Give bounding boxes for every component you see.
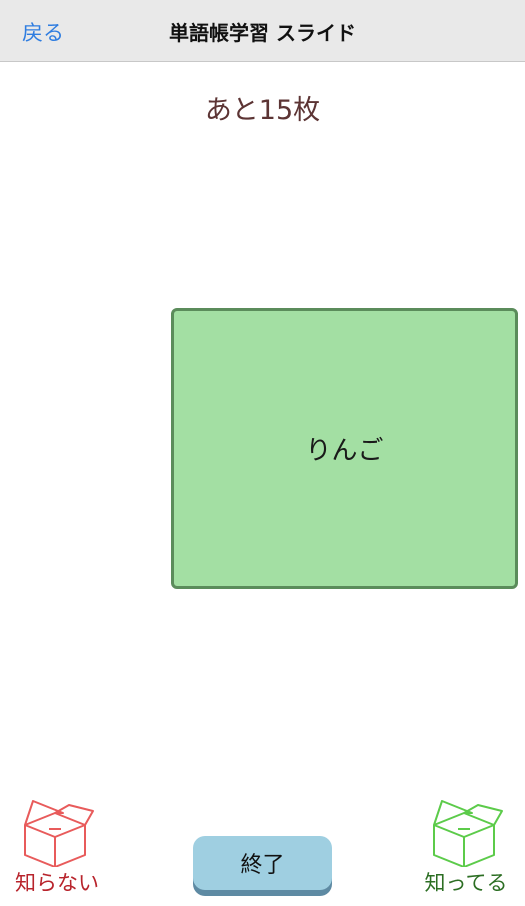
- unknown-box[interactable]: 知らない: [2, 793, 112, 903]
- known-box-label: 知ってる: [424, 871, 508, 895]
- card-word: りんご: [305, 436, 384, 466]
- flash-card[interactable]: りんご: [171, 308, 518, 589]
- open-box-icon: [24, 800, 94, 867]
- open-box-icon: [433, 800, 503, 867]
- navigation-bar: 戻る 単語帳学習 スライド: [0, 0, 525, 62]
- back-button[interactable]: 戻る: [22, 17, 64, 45]
- known-box[interactable]: 知ってる: [411, 793, 521, 903]
- finish-button[interactable]: 終了: [193, 836, 332, 890]
- page-title: 単語帳学習 スライド: [169, 21, 356, 45]
- unknown-box-label: 知らない: [15, 871, 99, 895]
- remaining-count: あと15枚: [204, 95, 321, 126]
